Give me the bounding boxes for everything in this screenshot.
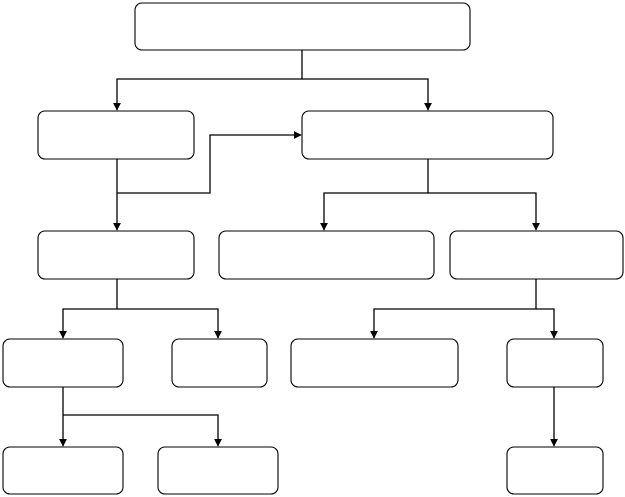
edge-n7-to-n12 bbox=[63, 414, 222, 447]
edge-n6-to-n10 bbox=[536, 308, 558, 339]
edge-n6-to-n9 bbox=[370, 279, 537, 339]
edge-n4-to-n7 bbox=[59, 279, 118, 339]
node-box bbox=[218, 230, 435, 280]
node-box bbox=[37, 110, 195, 160]
flowchart-node-n3 bbox=[301, 110, 554, 160]
flowchart-node-n2 bbox=[37, 110, 195, 160]
flowchart-node-n4 bbox=[37, 230, 195, 280]
flowchart-node-n9 bbox=[290, 338, 459, 388]
node-box bbox=[37, 230, 195, 280]
flowchart-node-n11 bbox=[2, 446, 124, 495]
node-box bbox=[171, 338, 268, 388]
node-box bbox=[2, 338, 124, 388]
node-box bbox=[449, 230, 624, 280]
node-box bbox=[301, 110, 554, 160]
edge-n1-to-n2 bbox=[113, 50, 303, 111]
flowchart-node-n5 bbox=[218, 230, 435, 280]
edge-n3-to-n6 bbox=[428, 192, 540, 231]
flowchart-node-n13 bbox=[506, 446, 604, 495]
node-box bbox=[157, 446, 279, 495]
edge-n3-to-n5 bbox=[320, 159, 429, 231]
node-box bbox=[506, 446, 604, 495]
flowchart-node-n7 bbox=[2, 338, 124, 388]
node-box bbox=[2, 446, 124, 495]
flowchart-node-n6 bbox=[449, 230, 624, 280]
flowchart-node-n8 bbox=[171, 338, 268, 388]
edge-n2-to-n3 bbox=[117, 131, 302, 194]
flowchart-node-n10 bbox=[506, 338, 604, 388]
edge-n1-to-n3 bbox=[302, 78, 432, 111]
node-box bbox=[506, 338, 604, 388]
edges-layer bbox=[59, 50, 558, 447]
node-box bbox=[134, 2, 471, 51]
node-box bbox=[290, 338, 459, 388]
edge-n4-to-n8 bbox=[117, 308, 222, 339]
flowchart-node-n1 bbox=[134, 2, 471, 51]
flowchart-node-n12 bbox=[157, 446, 279, 495]
